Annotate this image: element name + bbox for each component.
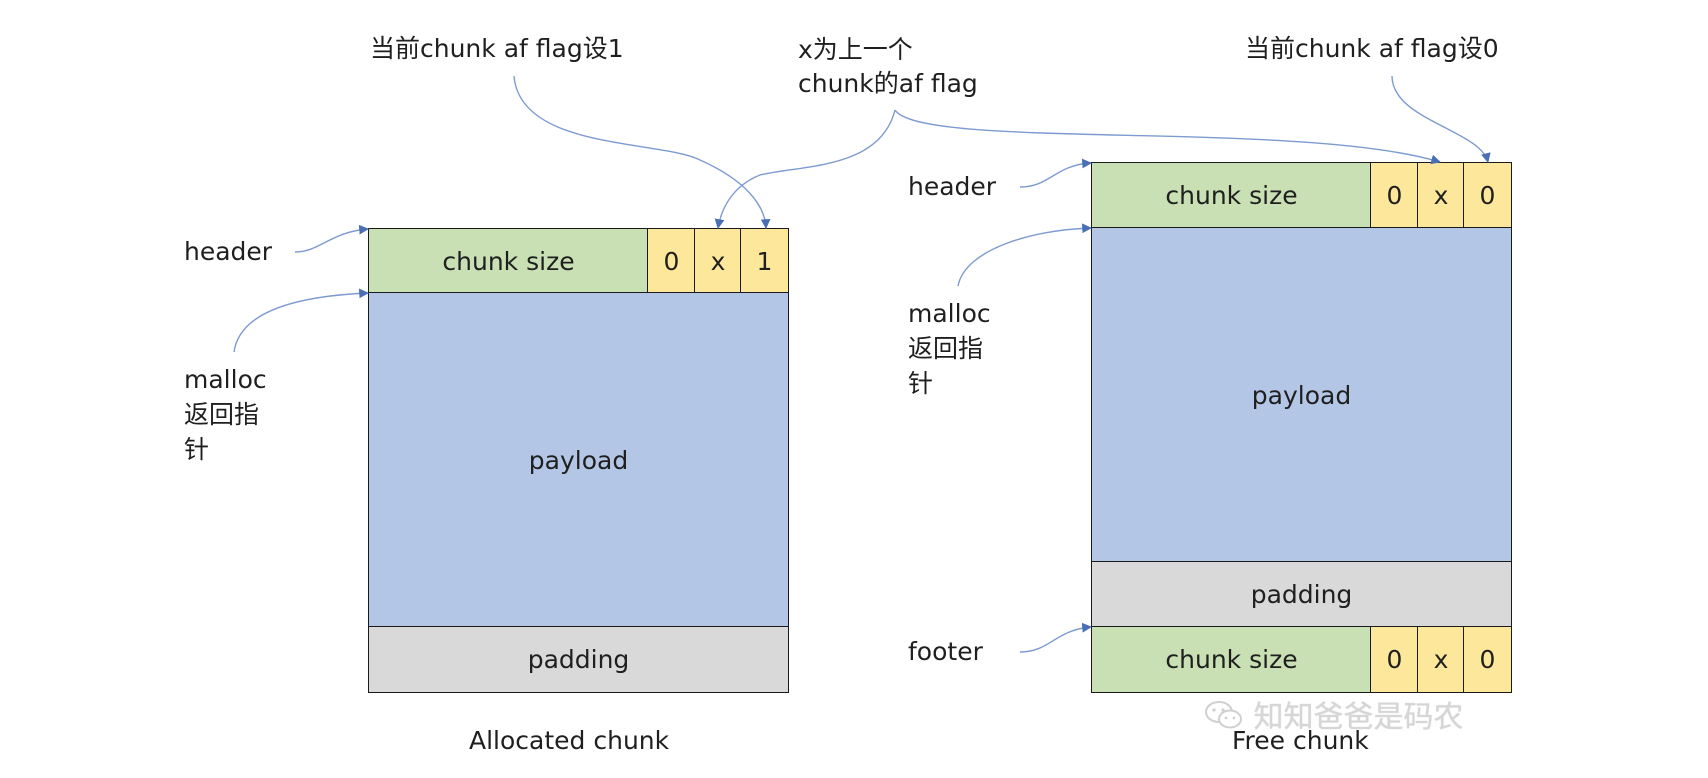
arrow-allocated-flag <box>513 75 771 229</box>
arrow-prev-flag-allocated <box>714 109 896 229</box>
allocated-padding-label: padding <box>527 645 630 674</box>
free-footer-chunk-size-label: chunk size <box>1165 645 1298 674</box>
arrow-free-flag <box>1391 75 1491 163</box>
allocated-padding: padding <box>368 626 789 693</box>
free-footer-flag-bit-label: x <box>1433 645 1449 674</box>
free-header-chunk-size-label: chunk size <box>1165 181 1298 210</box>
arrow-free-malloc <box>957 223 1092 287</box>
arrow-allocated-header <box>294 224 369 253</box>
free-header-flag-bit: x <box>1417 162 1465 229</box>
free-malloc-label: malloc 返回指 针 <box>908 299 991 398</box>
free-footer-flag-bit: 0 <box>1463 626 1512 693</box>
allocated-flag-bit: 1 <box>740 228 789 294</box>
free-flag-note: 当前chunk af flag设0 <box>1245 34 1499 63</box>
free-header-flag-bit-label: 0 <box>1386 181 1403 210</box>
free-footer-flag-bit: x <box>1417 626 1465 693</box>
free-header-flag-bit-label: 0 <box>1479 181 1496 210</box>
allocated-payload-label: payload <box>528 445 629 475</box>
allocated-chunk-size: chunk size <box>368 228 649 294</box>
allocated-malloc-label: malloc 返回指 针 <box>184 365 267 464</box>
free-payload: payload <box>1091 227 1512 563</box>
allocated-flag-bit: x <box>694 228 742 294</box>
arrow-free-header <box>1019 158 1092 188</box>
watermark: 知知爸爸是码农 <box>1204 692 1464 736</box>
watermark-text: 知知爸爸是码农 <box>1253 700 1464 735</box>
allocated-chunk-size-label: chunk size <box>442 246 575 276</box>
allocated-flag-bit-label: 1 <box>756 246 773 276</box>
free-header-label: header <box>908 172 997 201</box>
free-footer-chunk-size: chunk size <box>1091 626 1372 693</box>
free-padding: padding <box>1091 561 1512 628</box>
free-padding-label: padding <box>1250 580 1353 609</box>
free-payload-label: payload <box>1251 380 1352 410</box>
free-header-flag-bit: 0 <box>1370 162 1419 229</box>
allocated-flag-bit-label: 0 <box>663 246 680 276</box>
allocated-caption: Allocated chunk <box>469 726 670 755</box>
allocated-flag-note: 当前chunk af flag设1 <box>370 34 624 63</box>
allocated-flag-bit-label: x <box>710 246 726 276</box>
free-header-chunk-size: chunk size <box>1091 162 1372 229</box>
free-footer-flag-bit-label: 0 <box>1479 645 1496 674</box>
free-footer-flag-bit: 0 <box>1370 626 1419 693</box>
free-header-flag-bit-label: x <box>1433 181 1449 210</box>
free-footer-label: footer <box>908 637 983 666</box>
free-footer-flag-bit-label: 0 <box>1386 645 1403 674</box>
free-caption: Free chunk <box>1232 726 1369 755</box>
prev-flag-note: x为上一个 chunk的af flag <box>798 35 978 98</box>
allocated-header-label: header <box>184 237 273 266</box>
allocated-flag-bit: 0 <box>647 228 696 294</box>
arrow-allocated-malloc <box>233 288 369 353</box>
wechat-icon <box>1204 700 1254 735</box>
arrow-prev-flag-free <box>894 109 1441 165</box>
free-header-flag-bit: 0 <box>1463 162 1512 229</box>
arrow-free-footer <box>1019 622 1092 653</box>
allocated-payload: payload <box>368 292 789 628</box>
